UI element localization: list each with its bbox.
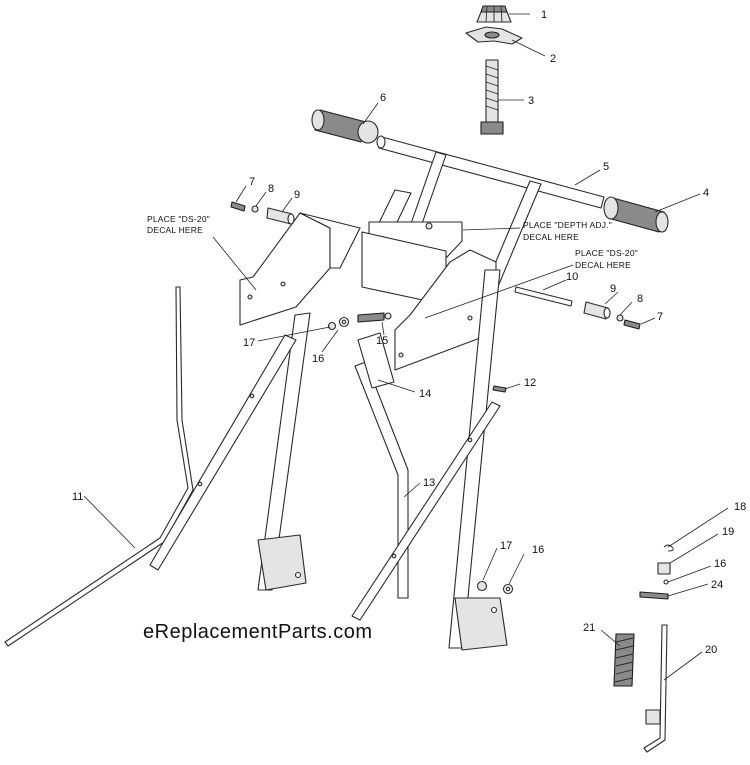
part-4-right-grip (603, 196, 669, 233)
decal-note-right-line1: PLACE "DS-20" (575, 248, 638, 258)
callout-16-depth: 16 (714, 558, 726, 570)
decal-note-depth-line2: DECAL HERE (523, 232, 579, 242)
right-leg (448, 269, 508, 651)
part-5-cross-bar (376, 135, 605, 209)
part-14-brace-plate (354, 332, 409, 599)
part-11-brace-rod (4, 286, 194, 647)
callout-7-right: 7 (657, 311, 663, 323)
part-1-knob (476, 5, 512, 23)
callout-5: 5 (603, 161, 609, 173)
left-diagonal-brace (149, 334, 297, 571)
leader-lines (83, 13, 729, 681)
part-2-clamp (465, 26, 523, 45)
callout-18: 18 (734, 501, 746, 513)
center-hardware (327, 312, 392, 331)
callout-7-left: 7 (249, 176, 255, 188)
callout-20: 20 (705, 644, 717, 656)
callout-17-center: 17 (243, 337, 255, 349)
decal-note-left-line1: PLACE "DS-20" (147, 214, 210, 224)
callout-21: 21 (583, 622, 595, 634)
callout-14: 14 (419, 388, 431, 400)
callout-19: 19 (722, 526, 734, 538)
right-side-plate (394, 249, 497, 371)
decal-note-left-line2: DECAL HERE (147, 225, 203, 235)
part-3-bolt (480, 59, 504, 135)
lower-hardware (476, 580, 514, 595)
callouts: 1 2 3 6 5 4 7 8 9 10 9 8 7 17 16 15 14 1… (72, 9, 746, 656)
callout-17-lower: 17 (500, 540, 512, 552)
part-13-diagonal-brace (351, 401, 501, 621)
part-12-bolt (492, 385, 507, 393)
callout-15: 15 (376, 335, 388, 347)
right-hardware (514, 286, 641, 330)
callout-9-right: 9 (610, 283, 616, 295)
callout-8-left: 8 (268, 183, 274, 195)
callout-13: 13 (423, 477, 435, 489)
decal-note-right-line2: DECAL HERE (575, 260, 631, 270)
callout-16-center: 16 (312, 353, 324, 365)
callout-9-left: 9 (294, 189, 300, 201)
callout-12: 12 (524, 377, 536, 389)
left-hardware (230, 201, 295, 225)
callout-2: 2 (550, 53, 556, 65)
callout-24: 24 (711, 579, 723, 591)
left-side-plate (239, 212, 361, 326)
callout-6: 6 (380, 92, 386, 104)
callout-1: 1 (541, 9, 547, 21)
decal-notes: PLACE "DS-20" DECAL HERE PLACE "DEPTH AD… (147, 214, 638, 270)
callout-11: 11 (72, 491, 83, 503)
watermark: eReplacementParts.com (143, 621, 372, 643)
callout-16-lower: 16 (532, 544, 544, 556)
callout-4: 4 (703, 187, 709, 199)
left-leg (257, 312, 311, 591)
callout-3: 3 (528, 95, 534, 107)
decal-note-depth-line1: PLACE "DEPTH ADJ." (523, 220, 612, 230)
part-6-left-grip (311, 109, 379, 144)
callout-8-right: 8 (637, 293, 643, 305)
depth-adjust-assembly (613, 544, 674, 753)
callout-10: 10 (566, 271, 578, 283)
